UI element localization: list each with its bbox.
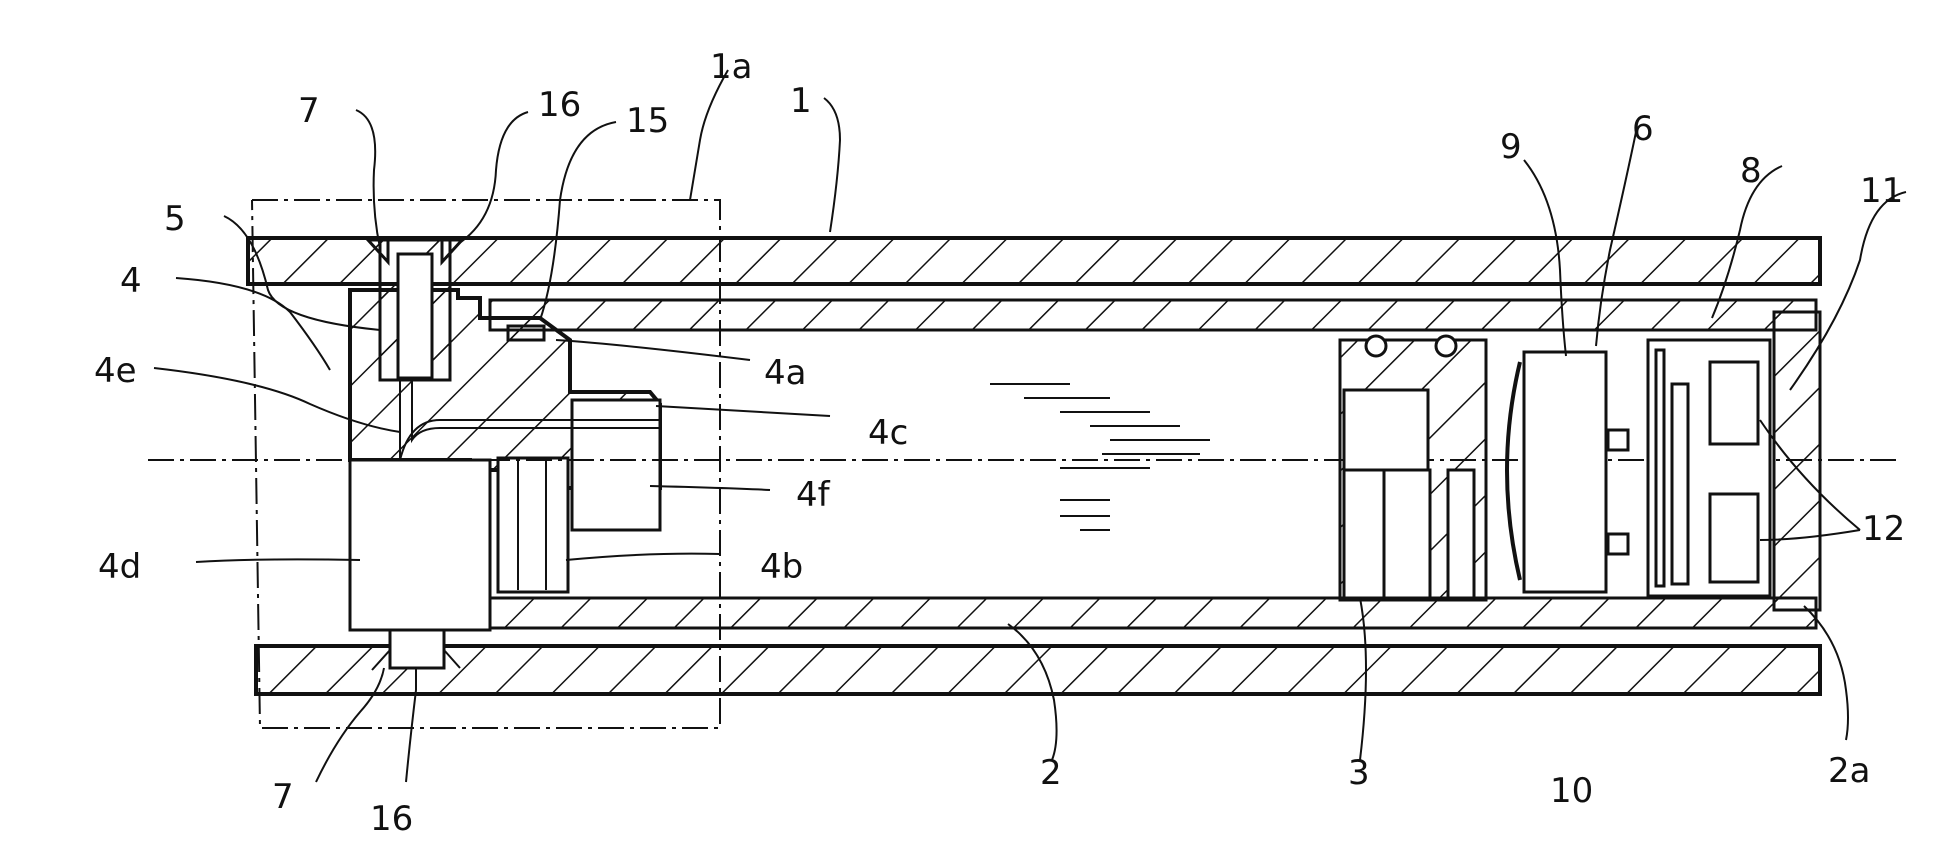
- label-8: 8: [1740, 151, 1762, 191]
- ball-right: [1436, 336, 1456, 356]
- label-1: 1: [790, 81, 812, 121]
- label-4: 4: [120, 261, 142, 301]
- label-16-top: 16: [538, 85, 581, 125]
- plug-block-4d: [350, 460, 490, 630]
- seal-15: [508, 326, 544, 340]
- component-9: [1524, 352, 1606, 592]
- label-2a: 2a: [1828, 751, 1870, 791]
- label-5: 5: [164, 199, 186, 239]
- label-1a: 1a: [710, 47, 752, 87]
- label-4e: 4e: [94, 351, 137, 391]
- label-4b: 4b: [760, 547, 803, 587]
- label-6: 6: [1632, 109, 1654, 149]
- ball-left: [1366, 336, 1386, 356]
- label-4f: 4f: [796, 475, 831, 515]
- label-11: 11: [1860, 171, 1903, 211]
- sleeve-16-bottom: [390, 630, 444, 668]
- label-2: 2: [1040, 753, 1062, 793]
- label-7-bottom: 7: [272, 777, 294, 817]
- label-3: 3: [1348, 753, 1370, 793]
- inner-tube-bottom-wall: [488, 598, 1816, 628]
- outer-tube-bottom-wall: [256, 646, 1820, 694]
- label-9: 9: [1500, 127, 1522, 167]
- outer-tube-top-wall: [248, 238, 1820, 284]
- inner-tube-top-wall: [490, 300, 1816, 330]
- label-10: 10: [1550, 771, 1593, 811]
- label-16-bottom: 16: [370, 799, 413, 839]
- label-4c: 4c: [868, 413, 908, 453]
- fluid-shading: [990, 384, 1210, 530]
- label-7-top: 7: [298, 91, 320, 131]
- label-4a: 4a: [764, 353, 806, 393]
- component-12-upper: [1710, 362, 1758, 444]
- label-4d: 4d: [98, 547, 141, 587]
- label-12: 12: [1862, 509, 1905, 549]
- component-12-lower: [1710, 494, 1758, 582]
- plug-flange-4b: [498, 458, 568, 592]
- label-15: 15: [626, 101, 669, 141]
